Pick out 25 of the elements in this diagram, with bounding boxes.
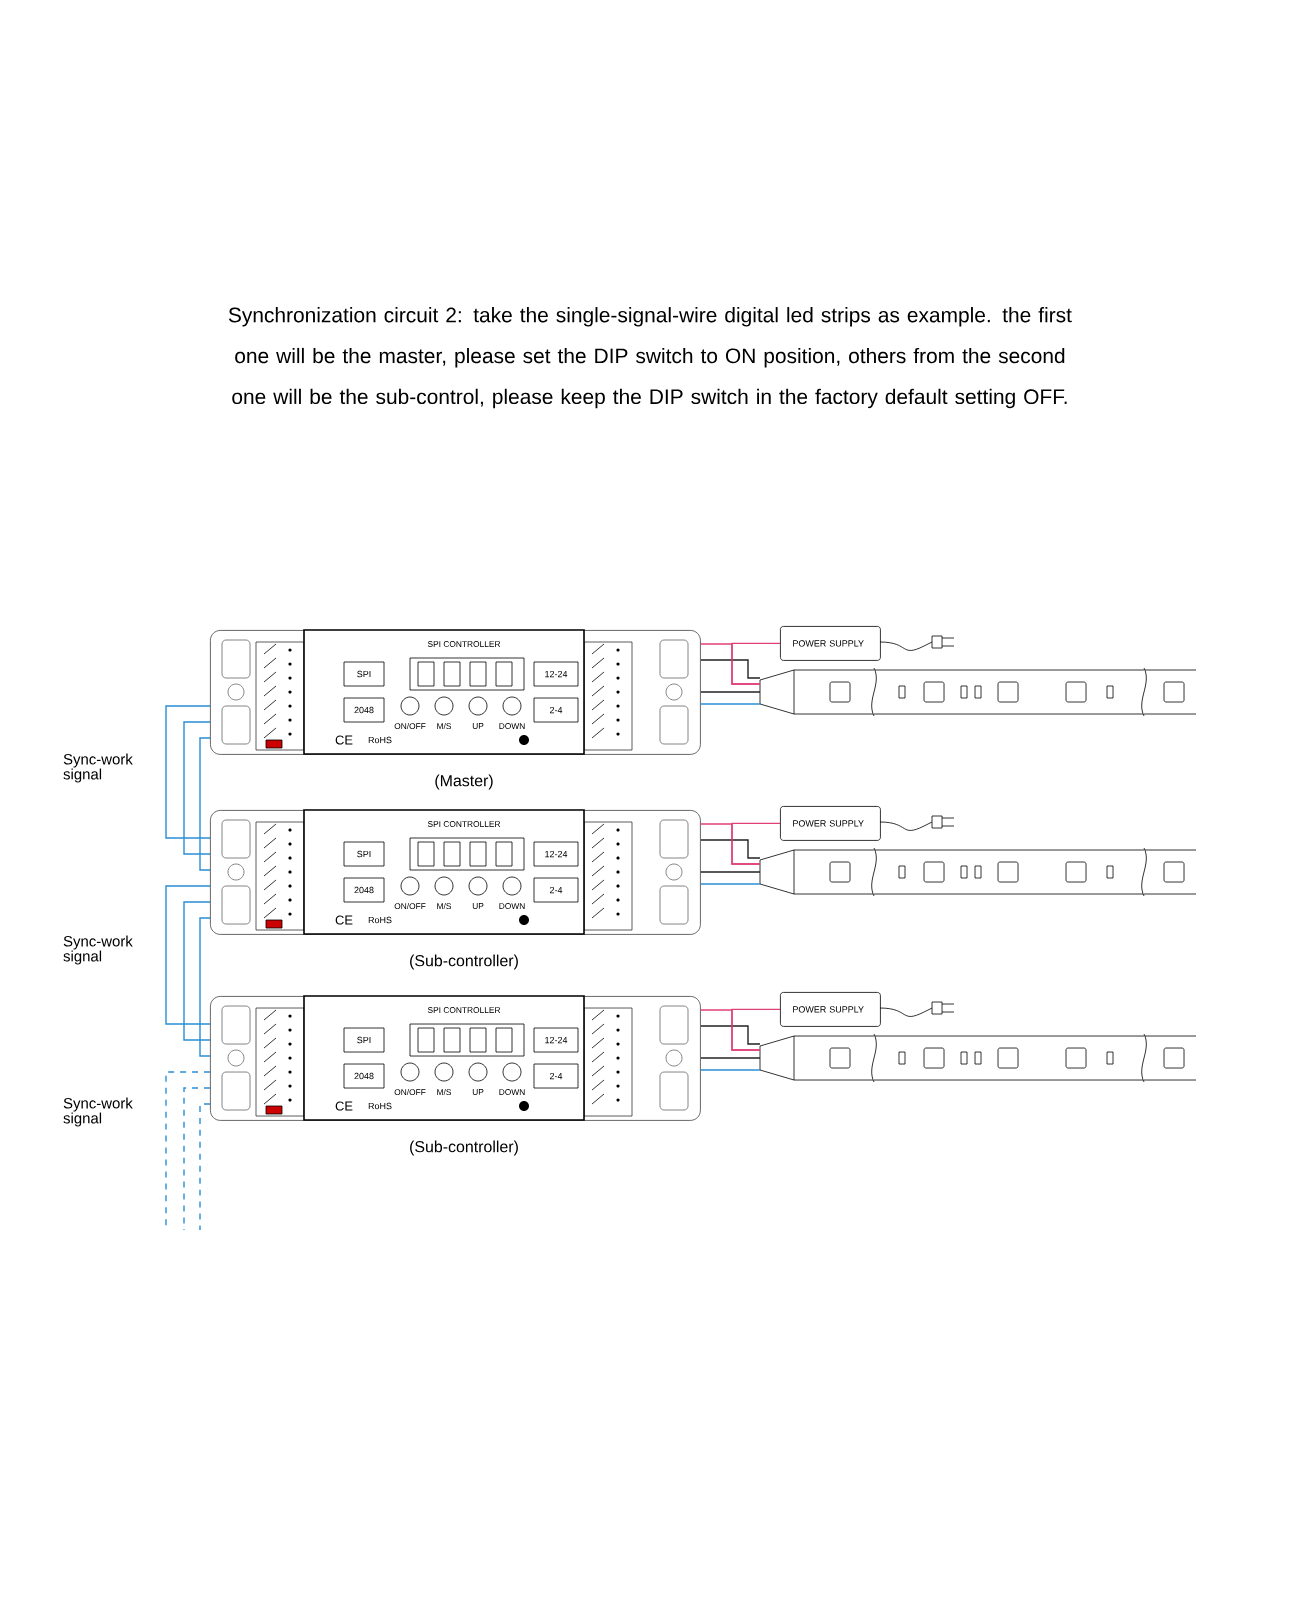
wire [731, 822, 781, 865]
wire [700, 883, 761, 885]
led-strip-drawing [759, 847, 1197, 897]
led-strip-drawing [759, 667, 1197, 717]
wire [165, 705, 211, 839]
wire [165, 1071, 211, 1231]
wire [731, 1008, 781, 1051]
wire [165, 885, 211, 1025]
wire [700, 839, 761, 859]
wire [731, 642, 781, 685]
wire [199, 737, 211, 871]
wire [700, 1069, 761, 1071]
wire [199, 1103, 211, 1231]
wire [700, 703, 761, 705]
wire [700, 1057, 761, 1059]
wire [700, 871, 761, 873]
wire [183, 901, 211, 1041]
wire [700, 1025, 761, 1045]
wire [183, 721, 211, 855]
wire [183, 1087, 211, 1231]
led-strip-drawing [759, 1033, 1197, 1083]
wire [700, 659, 761, 679]
wire [199, 917, 211, 1057]
title: Synchronization circuit 2: take the single-signal-wire digital led strips as example. the first one will be the master, please set the DIP switch to ON position, others from the second one will be the sub-control, please keep the DIP switch in the factory default setting OFF. [228, 307, 1072, 409]
wire [700, 691, 761, 693]
